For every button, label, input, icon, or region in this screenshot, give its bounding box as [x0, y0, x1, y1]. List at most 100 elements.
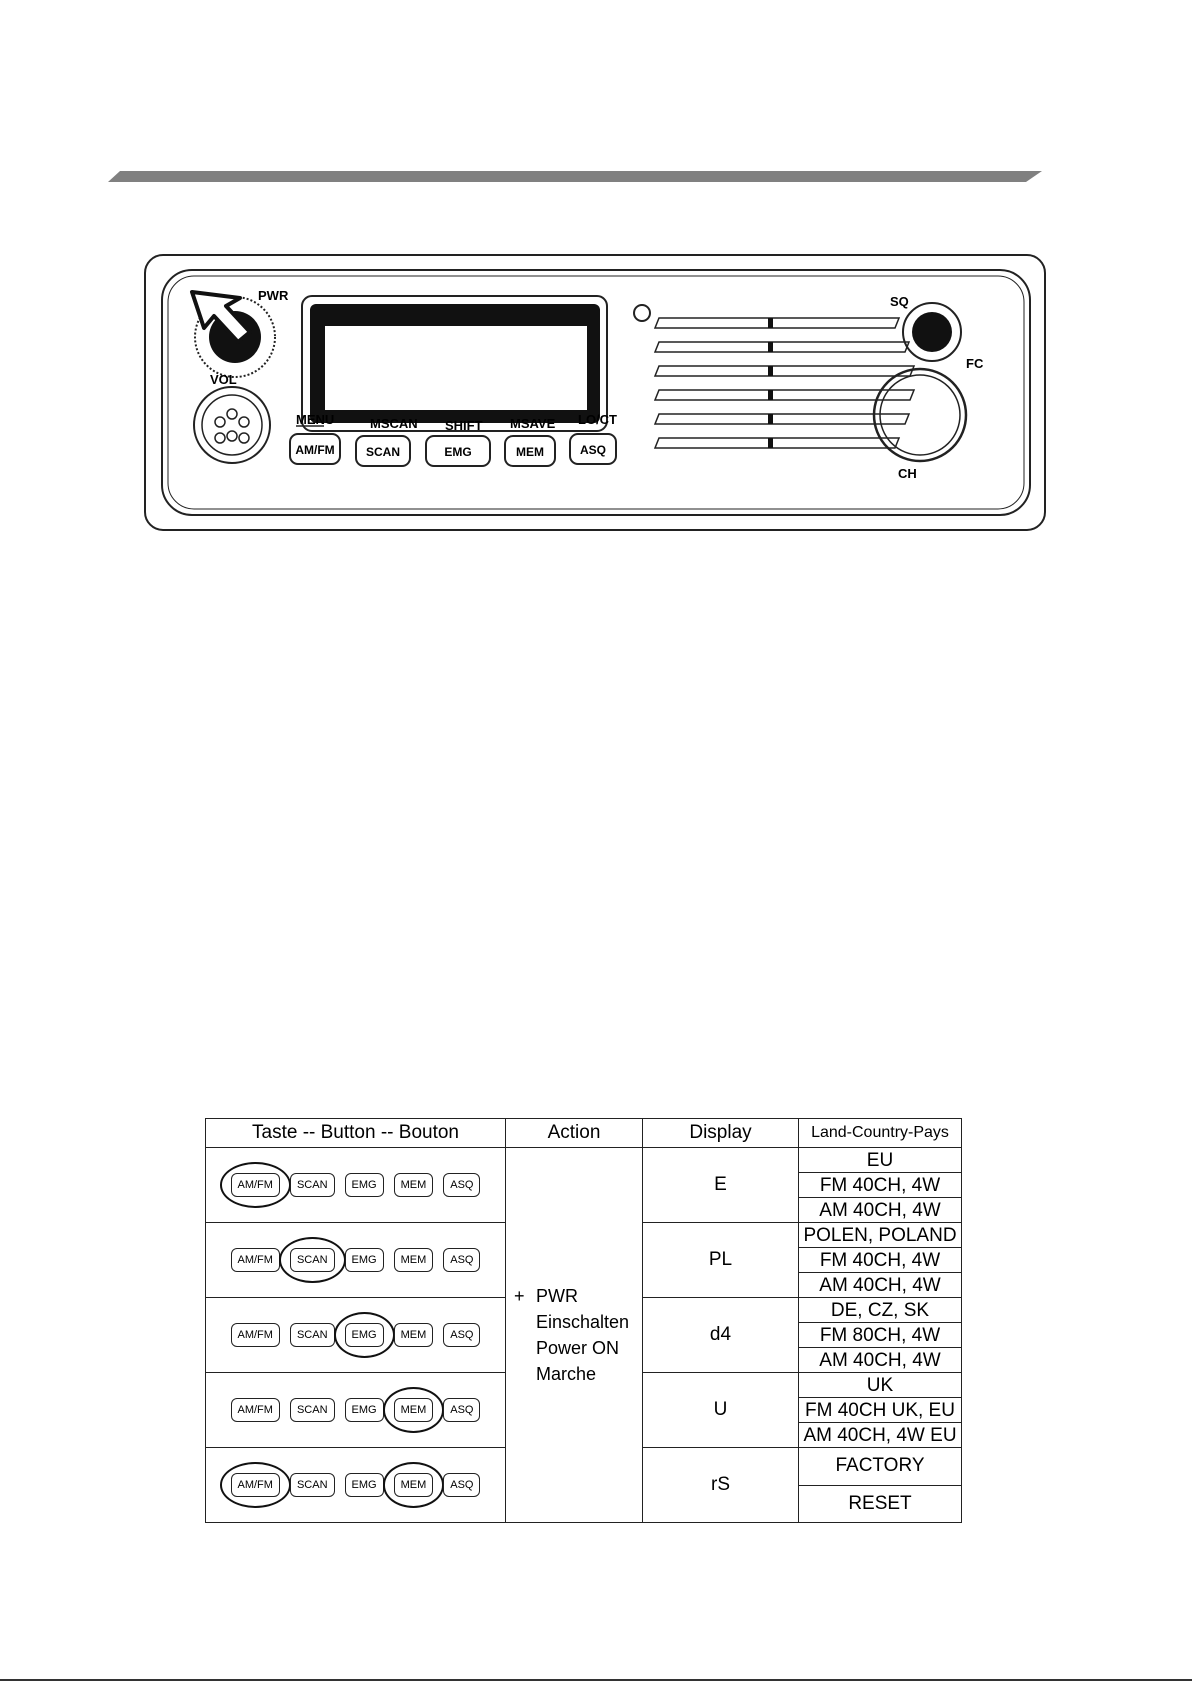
table-subrow: FM 40CH UK, EU — [206, 1397, 962, 1423]
country-entry: UK — [798, 1372, 962, 1398]
vol-label: VOL — [210, 372, 237, 387]
sq-label: SQ — [890, 294, 909, 309]
menu-label: MENU — [296, 412, 334, 427]
key-am-fm: AM/FM — [230, 1398, 280, 1422]
key-scan: SCAN — [289, 1323, 335, 1347]
key-scan: SCAN — [289, 1173, 335, 1197]
country-setting-table: Taste -- Button -- Bouton Action Display… — [205, 1118, 962, 1523]
key-asq: ASQ — [443, 1173, 481, 1197]
key-emg: EMG — [344, 1398, 384, 1422]
channel-knob[interactable] — [872, 367, 968, 463]
country-entry: RESET — [798, 1484, 962, 1523]
pwr-label: PWR — [258, 288, 289, 303]
table-subrow: RESET — [206, 1484, 962, 1523]
front-buttons: MENU MSCAN SHIFT MSAVE LO/CT AM/FM SCAN … — [289, 412, 617, 467]
speaker-grille — [653, 317, 916, 449]
key-mem: MEM — [393, 1248, 434, 1272]
country-entry: EU — [798, 1147, 962, 1173]
section-header-bar — [108, 171, 1042, 182]
key-mem: MEM — [393, 1173, 434, 1197]
action-line: Marche — [536, 1364, 597, 1384]
key-asq: ASQ — [443, 1398, 481, 1422]
key-am-fm: AM/FM — [230, 1323, 280, 1347]
key-am-fm: AM/FM — [230, 1248, 280, 1272]
key-scan: SCAN — [289, 1473, 335, 1497]
table-header-row: Taste -- Button -- Bouton Action Display… — [205, 1118, 962, 1148]
shift-label: SHIFT — [445, 418, 483, 433]
key-scan: SCAN — [279, 1237, 345, 1283]
key-am-fm: AM/FM — [219, 1462, 292, 1508]
display-code: U — [642, 1372, 799, 1448]
country-entry: AM 40CH, 4W — [798, 1272, 962, 1298]
key-mem: MEM — [382, 1387, 444, 1433]
country-entry: FM 80CH, 4W — [798, 1322, 962, 1348]
action-line: Einschalten — [536, 1312, 630, 1332]
display-code: d4 — [642, 1297, 799, 1373]
header-display: Display — [642, 1118, 799, 1148]
footer-rule — [0, 1679, 1192, 1681]
country-entry: POLEN, POLAND — [798, 1222, 962, 1248]
country-entry: FM 40CH, 4W — [798, 1172, 962, 1198]
key-emg: EMG — [333, 1312, 395, 1358]
msave-label: MSAVE — [510, 416, 556, 431]
svg-text:AM/FM: AM/FM — [295, 443, 334, 457]
key-asq: ASQ — [443, 1248, 481, 1272]
lcd-display — [301, 295, 608, 432]
microphone-socket — [193, 386, 271, 464]
display-code: rS — [642, 1447, 799, 1523]
ch-label: CH — [898, 466, 917, 481]
header-action: Action — [505, 1118, 643, 1148]
mem-button[interactable]: MEM — [504, 435, 556, 467]
country-entry: FACTORY — [798, 1447, 962, 1486]
asq-button[interactable]: ASQ — [569, 433, 617, 465]
key-emg: EMG — [344, 1473, 384, 1497]
status-led — [633, 304, 651, 322]
svg-text:ASQ: ASQ — [580, 443, 606, 457]
key-mem: MEM — [382, 1462, 444, 1508]
header-buttons: Taste -- Button -- Bouton — [205, 1118, 506, 1148]
am-fm-button[interactable]: AM/FM — [289, 433, 341, 465]
press-arrow-icon — [190, 290, 252, 344]
country-entry: AM 40CH, 4W EU — [798, 1422, 962, 1448]
action-line: Power ON — [536, 1338, 620, 1358]
mscan-label: MSCAN — [370, 416, 418, 431]
key-emg: EMG — [344, 1173, 384, 1197]
key-asq: ASQ — [443, 1323, 481, 1347]
squelch-knob[interactable] — [902, 302, 962, 362]
scan-button[interactable]: SCAN — [355, 435, 411, 467]
display-code: E — [642, 1147, 799, 1223]
svg-text:SCAN: SCAN — [366, 445, 400, 459]
action-line: PWR — [536, 1286, 578, 1306]
key-mem: MEM — [393, 1323, 434, 1347]
plus-sign: + — [514, 1286, 525, 1306]
radio-front-panel: PWR VOL — [144, 254, 1046, 531]
key-scan: SCAN — [289, 1398, 335, 1422]
country-entry: FM 40CH UK, EU — [798, 1397, 962, 1423]
country-entry: AM 40CH, 4W — [798, 1197, 962, 1223]
country-entry: DE, CZ, SK — [798, 1297, 962, 1323]
svg-text:EMG: EMG — [444, 445, 471, 459]
display-code: PL — [642, 1222, 799, 1298]
table-subrow: FM 80CH, 4W — [206, 1322, 962, 1348]
emg-button[interactable]: EMG — [425, 435, 491, 467]
table-subrow: AM 40CH, 4W EU — [206, 1422, 962, 1448]
key-asq: ASQ — [443, 1473, 481, 1497]
header-country: Land-Country-Pays — [798, 1118, 962, 1148]
country-entry: FM 40CH, 4W — [798, 1247, 962, 1273]
country-entry: AM 40CH, 4W — [798, 1347, 962, 1373]
svg-text:MEM: MEM — [516, 445, 544, 459]
key-emg: EMG — [344, 1248, 384, 1272]
fc-label: FC — [966, 356, 984, 371]
key-am-fm: AM/FM — [219, 1162, 292, 1208]
